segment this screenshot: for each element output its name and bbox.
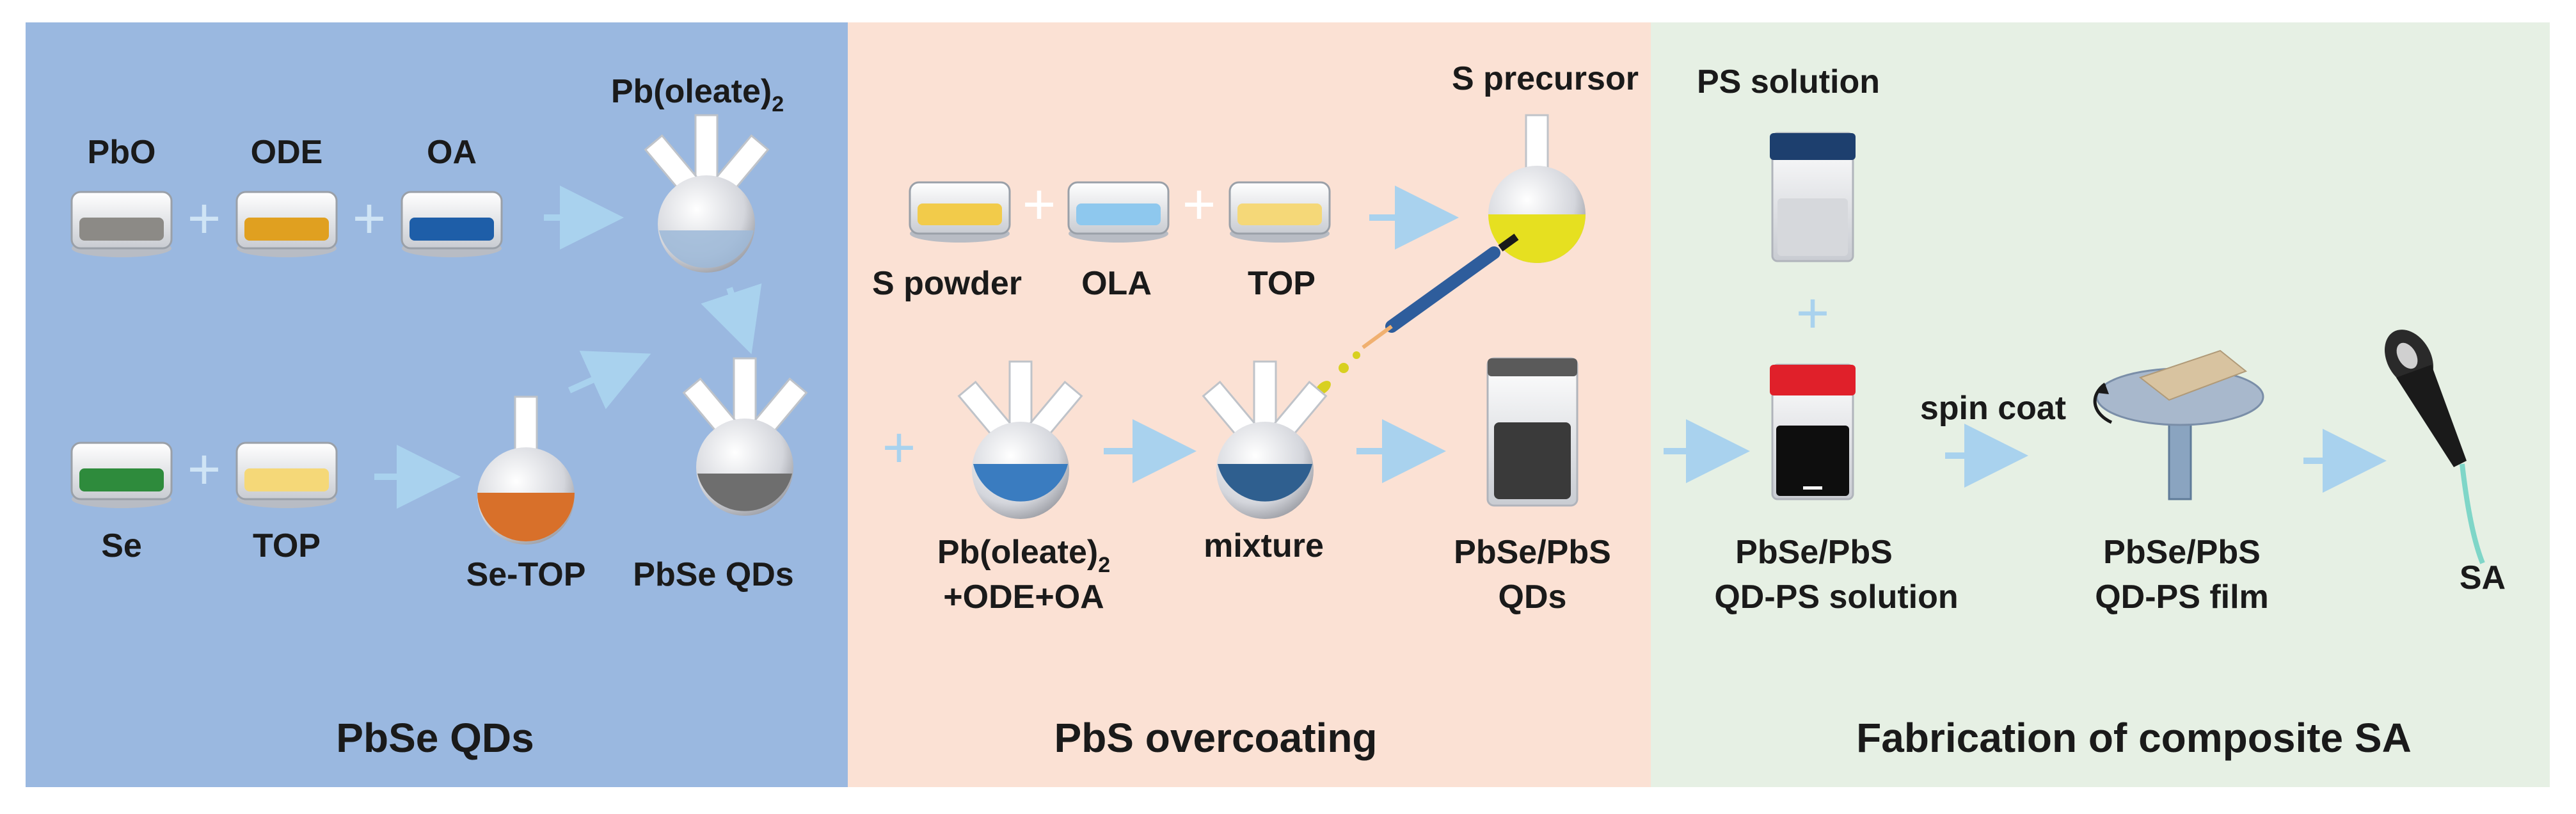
bottle-qd-ps-solution <box>1770 363 1856 500</box>
plus-5: + <box>1182 173 1216 237</box>
plus-3: + <box>187 438 221 502</box>
dish-ola <box>1067 181 1170 243</box>
flask-pbse-qds <box>682 357 808 516</box>
plus-1: + <box>187 187 221 251</box>
label-pbse-qds: PbSe QDs <box>633 556 793 593</box>
label-pbo: PbO <box>88 134 156 171</box>
plus-7: + <box>1796 282 1830 346</box>
dish-pbo <box>70 191 173 257</box>
label-qd-ps-film-2: QD-PS film <box>2095 579 2269 616</box>
label-top-1: TOP <box>253 527 321 564</box>
flask-mixture <box>1202 360 1328 519</box>
arrow-se-top-to-pbse <box>568 351 651 410</box>
dish-s-powder <box>909 181 1011 243</box>
label-top-2: TOP <box>1248 265 1316 302</box>
label-spin-coat: spin coat <box>1920 390 2066 427</box>
label-ode: ODE <box>251 134 323 171</box>
panel-title-pbs-overcoating: PbS overcoating <box>1054 715 1378 761</box>
label-s-powder: S powder <box>872 265 1022 302</box>
spin-coater-icon <box>2093 349 2264 500</box>
plus-2: + <box>353 187 386 251</box>
flask-se-top <box>477 395 575 545</box>
label-mixture: mixture <box>1204 527 1324 564</box>
dish-oa <box>401 191 503 257</box>
label-qd-ps-solution-2: QD-PS solution <box>1714 579 1958 616</box>
label-pb-oleate-mix-1: Pb(oleate)2 <box>937 534 1110 577</box>
dish-se <box>70 442 173 508</box>
bottle-ps-solution <box>1770 132 1856 262</box>
label-se: Se <box>101 527 142 564</box>
dish-top-1 <box>235 442 338 508</box>
flask-pb-oleate <box>644 114 770 273</box>
label-pb-oleate: Pb(oleate)2 <box>611 73 784 116</box>
jar-pbse-pbs-qds <box>1486 357 1578 507</box>
label-pbse-pbs-qds-2: QDs <box>1499 579 1567 616</box>
label-pb-oleate-mix-2: +ODE+OA <box>943 579 1104 616</box>
label-s-precursor: S precursor <box>1452 60 1639 97</box>
arrow-pb-oleate-down <box>701 283 762 355</box>
panel-title-pbse-qds: PbSe QDs <box>336 715 534 761</box>
label-ps-solution: PS solution <box>1697 63 1880 100</box>
label-oa: OA <box>427 134 477 171</box>
plus-6: + <box>882 416 916 480</box>
dish-ode <box>235 191 338 257</box>
label-qd-ps-solution-1: PbSe/PbS <box>1735 534 1893 571</box>
label-pbse-pbs-qds-1: PbSe/PbS <box>1454 534 1611 571</box>
label-qd-ps-film-1: PbSe/PbS <box>2103 534 2261 571</box>
plus-4: + <box>1022 173 1056 237</box>
dish-top-2 <box>1228 181 1331 243</box>
flask-pb-oleate-mix <box>957 360 1083 519</box>
fiber-connector-icon <box>2385 330 2485 564</box>
label-ola: OLA <box>1081 265 1152 302</box>
panel-title-fabrication: Fabrication of composite SA <box>1856 715 2412 761</box>
label-sa: SA <box>2460 559 2506 596</box>
label-se-top: Se-TOP <box>466 556 586 593</box>
syringe-icon <box>1316 234 1519 395</box>
